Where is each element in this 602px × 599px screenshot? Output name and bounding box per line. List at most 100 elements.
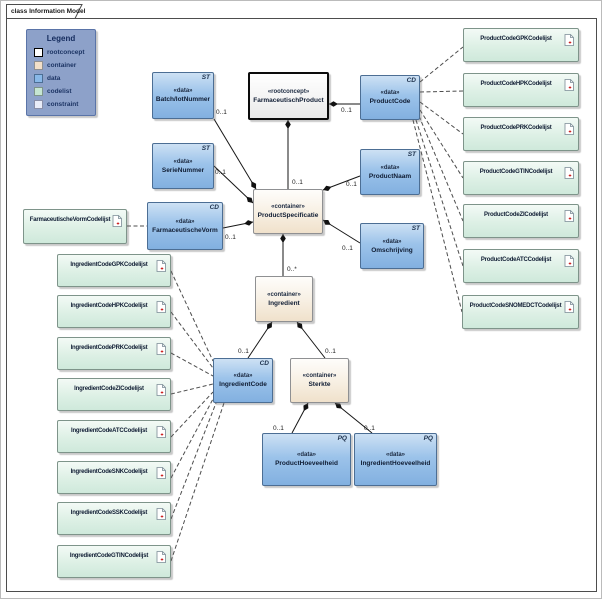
- node-name: ProductCodeHPKCodelijst: [480, 81, 552, 87]
- node-ingredientcodeprkcodelijst[interactable]: IngredientCodePRKCodelijst: [57, 337, 171, 370]
- codelist-swatch: [34, 87, 43, 96]
- node-productcodegpkcodelijst[interactable]: ProductCodeGPKCodelijst: [463, 28, 579, 62]
- node-ingredientcodegpkcodelijst[interactable]: IngredientCodeGPKCodelijst: [57, 254, 171, 287]
- multiplicity-label: 0..1: [225, 234, 236, 241]
- node-batchlotnummer[interactable]: ST«data»Batch/lotNummer: [152, 72, 214, 119]
- dependency-edge-ingredientcodesskcodelijst-ingredientcode[interactable]: [170, 402, 217, 520]
- dependency-edge-ingredientcodegpkcodelijst-ingredientcode[interactable]: [170, 270, 214, 362]
- multiplicity-label: 0..1: [346, 181, 357, 188]
- dependency-edge-productcode-productcodezicodelijst[interactable]: [418, 115, 464, 222]
- node-productcode[interactable]: CD«data»ProductCode: [360, 75, 420, 120]
- stereotype: «rootconcept»: [267, 88, 310, 95]
- node-name: IngredientCodeGTINCodelijst: [69, 553, 149, 559]
- node-farmaceutischevorm[interactable]: CD«data»FarmaceutischeVorm: [147, 202, 223, 250]
- node-name: ProductSpecificatie: [257, 212, 319, 219]
- dependency-edge-productcode-productcodehpkcodelijst[interactable]: [419, 90, 464, 93]
- node-farmaceutischproduct[interactable]: «rootconcept»FarmaceutischProduct: [248, 72, 329, 120]
- node-name: ProductNaam: [368, 172, 412, 180]
- stereotype: «data»: [233, 373, 253, 379]
- node-name: IngredientCodeHPKCodelijst: [70, 303, 148, 309]
- legend-item-label: data: [47, 75, 61, 82]
- node-name: IngredientHoeveelheid: [360, 460, 431, 467]
- document-icon: [564, 255, 574, 267]
- node-ingredientcodegtincodelijst[interactable]: IngredientCodeGTINCodelijst: [57, 545, 171, 578]
- node-sterkte[interactable]: «container» Sterkte: [290, 358, 349, 403]
- dependency-edge-ingredientcodeatccodelijst-ingredientcode[interactable]: [170, 391, 214, 438]
- legend-item-label: codelist: [47, 88, 72, 95]
- stereotype: «data»: [296, 452, 316, 458]
- stereotype: «container»: [302, 373, 337, 379]
- multiplicity-label: 0..1: [215, 169, 226, 176]
- node-ingredientcodeatccodelijst[interactable]: IngredientCodeATCCodelijst: [57, 420, 171, 453]
- multiplicity-label: 0..1: [342, 245, 353, 252]
- node-ingredient[interactable]: «container»Ingredient: [255, 276, 313, 322]
- composition-diamond: [280, 234, 286, 243]
- node-name: ProductCodeSNOMEDCTCodelijst: [469, 303, 562, 309]
- dependency-edge-productcode-productcodegtincodelijst[interactable]: [419, 109, 464, 179]
- dependency-edge-ingredientcodeprkcodelijst-ingredientcode[interactable]: [170, 352, 214, 377]
- node-productnaam[interactable]: ST«data»ProductNaam: [360, 149, 420, 195]
- legend-item-label: container: [47, 62, 77, 69]
- node-ingredienthoeveelheid[interactable]: PQ«data»IngredientHoeveelheid: [354, 433, 437, 486]
- dependency-edge-productcode-productcodegpkcodelijst[interactable]: [419, 46, 464, 83]
- dependency-edge-ingredientcodesnkcodelijst-ingredientcode[interactable]: [170, 398, 214, 479]
- node-productspecificatie[interactable]: «container»ProductSpecificatie: [253, 189, 323, 234]
- data-swatch: [34, 74, 43, 83]
- legend-item-container: container: [27, 59, 95, 72]
- node-name: ProductHoeveelheid: [275, 460, 338, 467]
- dependency-edge-ingredientcodegtincodelijst-ingredientcode[interactable]: [170, 402, 225, 562]
- composition-edge-productspecificatie-batchlotnummer[interactable]: [213, 118, 257, 190]
- node-ingredientcodehpkcodelijst[interactable]: IngredientCodeHPKCodelijst: [57, 295, 171, 328]
- node-productcodeprkcodelijst[interactable]: ProductCodePRKCodelijst: [463, 117, 579, 151]
- node-name: FarmaceutischeVormCodelijst: [29, 217, 111, 223]
- node-productcodegtincodelijst[interactable]: ProductCodeGTINCodelijst: [463, 161, 579, 195]
- node-omschrijving[interactable]: ST«data»Omschrijving: [360, 223, 424, 269]
- document-icon: [156, 301, 166, 313]
- document-icon: [564, 123, 574, 135]
- type-tag: PQ: [337, 435, 347, 442]
- node-name: Sterkte: [308, 381, 331, 388]
- document-icon: [156, 551, 166, 563]
- dependency-edge-ingredientcodezicodelijst-ingredientcode[interactable]: [170, 383, 214, 395]
- legend-item-label: rootconcept: [47, 49, 85, 56]
- document-icon: [156, 384, 166, 396]
- node-productcodehpkcodelijst[interactable]: ProductCodeHPKCodelijst: [463, 73, 579, 107]
- node-productcodeatccodelijst[interactable]: ProductCodeATCCodelijst: [463, 249, 579, 283]
- node-farmaceutischevormcodelijst[interactable]: FarmaceutischeVormCodelijst: [23, 209, 127, 244]
- node-productcodezicodelijst[interactable]: ProductCodeZICodelijst: [463, 204, 579, 238]
- stereotype: «data»: [175, 218, 195, 225]
- stereotype: «data»: [385, 452, 405, 458]
- dependency-edge-ingredientcodehpkcodelijst-ingredientcode[interactable]: [170, 311, 214, 369]
- container-swatch: [34, 61, 43, 70]
- composition-diamond: [246, 196, 253, 203]
- node-serienummer[interactable]: ST«data»SerieNummer: [152, 143, 214, 189]
- document-icon: [156, 343, 166, 355]
- multiplicity-label: 0..1: [238, 348, 249, 355]
- document-icon: [156, 508, 166, 520]
- diagram-tab: class Information Model: [6, 4, 85, 18]
- multiplicity-label: 0..1: [292, 179, 303, 186]
- node-name: IngredientCode: [219, 381, 267, 388]
- document-icon: [564, 301, 574, 313]
- node-ingredientcodesskcodelijst[interactable]: IngredientCodeSSKCodelijst: [57, 502, 171, 535]
- dependency-edge-productcode-productcodesnomedctcodelijst[interactable]: [412, 119, 463, 313]
- document-icon: [156, 467, 166, 479]
- node-name: ProductCodeGPKCodelijst: [480, 36, 552, 42]
- dependency-edge-productcode-productcodeprkcodelijst[interactable]: [419, 101, 464, 135]
- legend-title: Legend: [46, 34, 76, 43]
- node-producthoeveelheid[interactable]: PQ «data» ProductHoeveelheid: [262, 433, 351, 486]
- node-name: IngredientCodeSSKCodelijst: [70, 510, 148, 516]
- node-name: ProductCode: [369, 98, 411, 105]
- node-name: SerieNummer: [161, 166, 205, 174]
- node-ingredientcode[interactable]: CD«data»IngredientCode: [213, 358, 273, 403]
- legend-item-rootconcept: rootconcept: [27, 46, 95, 59]
- stereotype: «data»: [382, 238, 402, 245]
- node-ingredientcodezicodelijst[interactable]: IngredientCodeZICodelijst: [57, 378, 171, 411]
- legend-item-codelist: codelist: [27, 85, 95, 98]
- document-icon: [156, 426, 166, 438]
- node-productcodesnomedctcodelijst[interactable]: ProductCodeSNOMEDCTCodelijst: [462, 295, 579, 329]
- node-ingredientcodesnkcodelijst[interactable]: IngredientCodeSNKCodelijst: [57, 461, 171, 494]
- node-name: ProductCodeGTINCodelijst: [479, 169, 553, 175]
